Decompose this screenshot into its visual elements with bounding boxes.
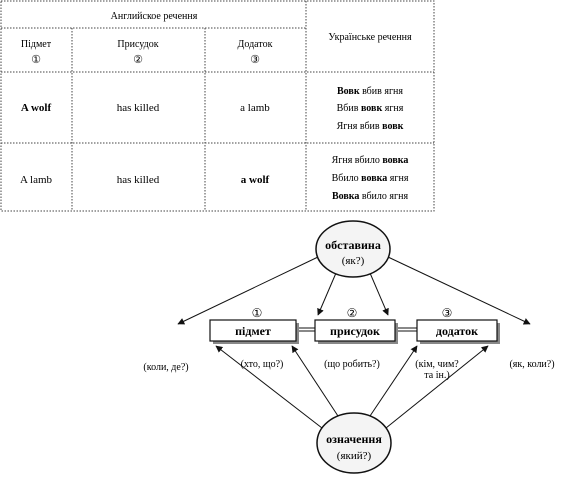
arrow-top-to-left <box>177 256 319 325</box>
row2-ua-line2: Вбило вовка ягня <box>332 173 409 184</box>
predicate-question: (що робить?) <box>324 359 380 370</box>
row2-predicate: has killed <box>117 174 160 186</box>
table-border <box>0 0 435 212</box>
col-subject-header: Підмет <box>21 39 52 50</box>
predicate-box: присудок <box>314 319 398 344</box>
arrow-top-to-predicate-right <box>369 272 389 316</box>
subject-box-label: підмет <box>235 324 271 338</box>
object-number: ③ <box>442 306 453 320</box>
col-predicate-number: ② <box>133 54 143 66</box>
arrow-bottom-to-subject-mid <box>291 345 339 417</box>
ukrainian-header: Українське речення <box>328 32 412 43</box>
row2-object: a wolf <box>241 174 270 186</box>
bottom-node-question: (який?) <box>337 450 372 462</box>
row1-predicate: has killed <box>117 102 160 114</box>
arrow-top-to-right <box>387 256 531 325</box>
arrow-bottom-to-subject <box>215 345 323 429</box>
table-row: A lamb has killed a wolf Ягня вбило вовк… <box>20 155 409 202</box>
row1-object: a lamb <box>240 102 270 114</box>
object-box: додаток <box>416 319 500 344</box>
left-question: (коли, де?) <box>143 362 188 373</box>
table-row: A wolf has killed a lamb Вовк вбив ягня … <box>21 86 404 132</box>
row1-subject: A wolf <box>21 102 52 114</box>
arrow-bottom-to-object-mid <box>369 345 418 417</box>
col-subject-number: ① <box>31 54 41 66</box>
bottom-node-title: означення <box>326 432 382 446</box>
subject-question: (хто, що?) <box>241 359 284 370</box>
predicate-box-label: присудок <box>330 324 380 338</box>
row1-ua-line2: Вбив вовк ягня <box>337 103 404 114</box>
row2-subject: A lamb <box>20 174 53 186</box>
sentence-structure-diagram: обставина (як?) означення (який?) ① ② ③ … <box>143 220 555 474</box>
bottom-node-ellipse <box>316 412 392 474</box>
object-question-line2: та ін.) <box>424 370 449 381</box>
col-object-header: Додаток <box>238 39 273 50</box>
row2-ua-line3: Вовка вбило ягня <box>332 191 409 202</box>
top-node-ellipse <box>315 220 391 278</box>
subject-box: підмет <box>209 319 299 344</box>
right-question: (як, коли?) <box>509 359 554 370</box>
col-object-number: ③ <box>250 54 260 66</box>
top-node-question: (як?) <box>342 255 365 267</box>
arrow-top-to-predicate-left <box>317 272 337 316</box>
row2-ua-line1: Ягня вбило вовка <box>332 155 409 166</box>
row1-ua-line1: Вовк вбив ягня <box>337 86 403 97</box>
row1-ua-line3: Ягня вбив вовк <box>337 121 404 132</box>
col-predicate-header: Присудок <box>117 39 158 50</box>
arrow-bottom-to-object <box>385 345 489 429</box>
object-box-label: додаток <box>436 324 478 338</box>
english-header: Английское речення <box>111 11 198 22</box>
object-question-line1: (кім, чим? <box>415 359 459 370</box>
sentence-table: Английское речення Українське речення Пі… <box>0 0 435 212</box>
predicate-number: ② <box>347 306 358 320</box>
subject-number: ① <box>252 306 263 320</box>
top-node-title: обставина <box>325 238 381 252</box>
